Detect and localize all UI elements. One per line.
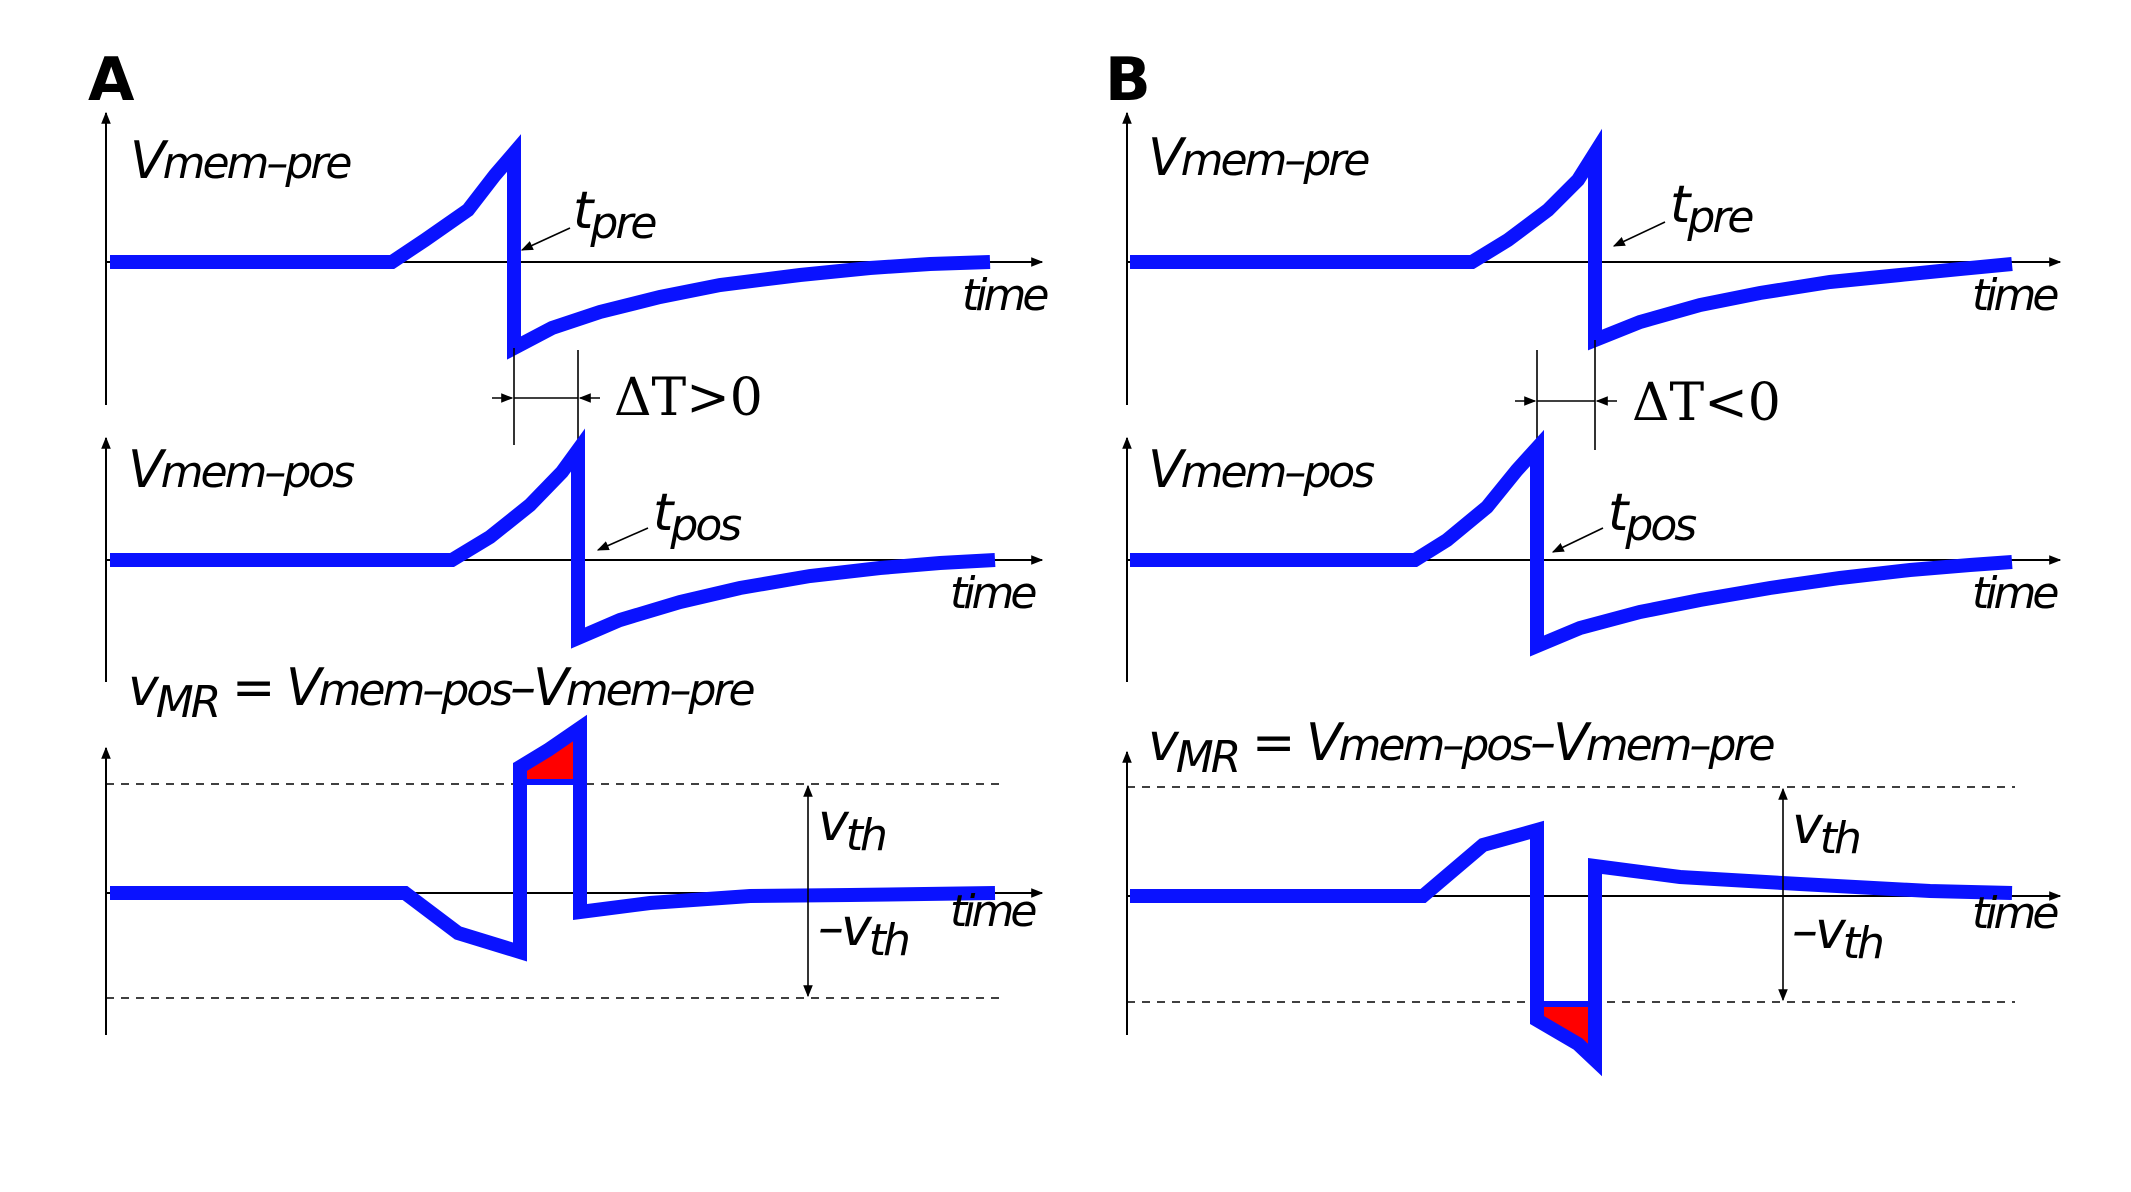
panel-b-vmr-plot: vMR = Vmem–pos–Vmem–pre vth –vth time: [1122, 713, 2062, 1077]
panel-a-t-pre-arrow: [520, 227, 571, 251]
panel-a-vmr-equation: vMR = Vmem–pos–Vmem–pre: [128, 658, 755, 728]
panel-b-pos-trace: [1130, 429, 2013, 657]
panel-b-t-pre-arrow: [1612, 221, 1666, 247]
panel-a-vmem-pos-label: Vmem–pos: [128, 440, 354, 500]
panel-b-label: B: [1105, 45, 1151, 115]
panel-b-vmr-equation: vMR = Vmem–pos–Vmem–pre: [1148, 713, 1775, 783]
panel-a-label: A: [88, 45, 135, 115]
panel-a-t-pre-label: tpre: [573, 181, 656, 249]
panel-b-pos-time-label: time: [1972, 568, 2058, 619]
panel-a-t-pos-arrow: [596, 527, 649, 551]
panel-a-vmr-plot: vMR = Vmem–pos–Vmem–pre vth –vth time: [101, 658, 1044, 1035]
panel-b-vmem-pos-label: Vmem–pos: [1148, 440, 1374, 500]
panel-a-pre-plot: Vmem–pre tpre time: [101, 111, 1052, 405]
panel-a: A Vmem–pre tpre time ΔT>0 Vmem–pos tp: [88, 45, 1052, 1035]
panel-a-pos-plot: Vmem–pos tpos time: [101, 428, 1044, 682]
panel-a-vmr-trace: [110, 714, 996, 962]
panel-a-pos-trace: [110, 428, 996, 649]
panel-b-vmem-pre-label: Vmem–pre: [1148, 128, 1369, 188]
panel-a-pre-time-label: time: [962, 270, 1048, 321]
panel-a-pos-time-label: time: [950, 568, 1036, 619]
panel-b-t-pos-label: tpos: [1608, 483, 1696, 551]
panel-b-vth-label: vth: [1792, 796, 1859, 864]
panel-b-neg-vth-label: –vth: [1792, 901, 1882, 969]
panel-b-delta-t: ΔT<0: [1515, 340, 1781, 450]
panel-b: B Vmem–pre tpre time ΔT<0 Vmem–pos tp: [1105, 45, 2062, 1077]
panel-b-pos-plot: Vmem–pos tpos time: [1122, 429, 2062, 682]
panel-a-delta-t: ΔT>0: [492, 348, 763, 450]
panel-b-pre-plot: Vmem–pre tpre time: [1122, 111, 2062, 405]
panel-a-delta-t-label: ΔT>0: [614, 368, 763, 428]
panel-b-t-pre-label: tpre: [1670, 175, 1753, 243]
panel-a-vth-label: vth: [818, 793, 885, 861]
panel-b-pre-trace: [1130, 128, 2013, 351]
panel-b-pre-time-label: time: [1972, 270, 2058, 321]
panel-a-pre-trace: [110, 134, 991, 360]
panel-b-vmr-time-label: time: [1972, 888, 2058, 939]
panel-a-vmr-time-label: time: [950, 886, 1036, 937]
panel-b-t-pos-arrow: [1551, 527, 1604, 553]
panel-b-delta-t-label: ΔT<0: [1632, 373, 1781, 433]
panel-b-vmr-trace: [1130, 820, 2013, 1077]
panel-a-vmem-pre-label: Vmem–pre: [130, 131, 351, 191]
panel-a-neg-vth-label: –vth: [818, 898, 908, 966]
panel-a-t-pos-label: tpos: [653, 483, 741, 551]
